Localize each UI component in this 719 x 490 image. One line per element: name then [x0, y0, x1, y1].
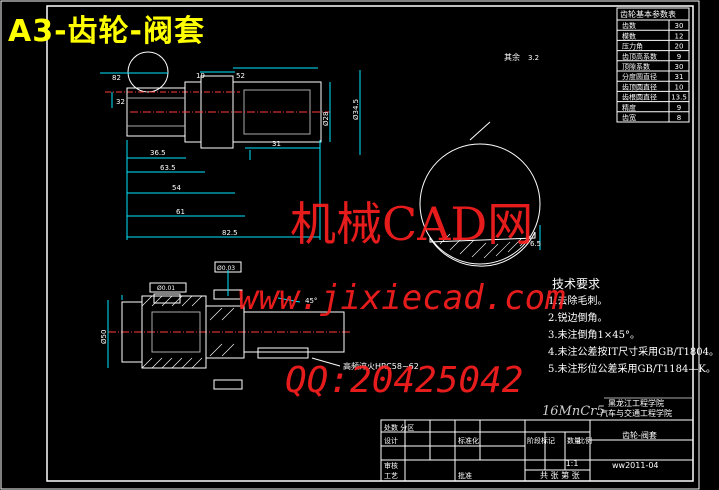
params-row-value: 10 [675, 83, 684, 91]
params-row-value: 8 [677, 114, 681, 122]
params-row-label: 齿顶高系数 [622, 52, 657, 61]
params-row-value: 30 [675, 63, 684, 71]
params-row-value: 30 [675, 22, 684, 30]
cad-drawing: 齿数 30 模数 12 压力角 20 齿顶高系数 9 顶隙系数 30 分度圆直径 31 齿顶圆直径 10 齿… [0, 0, 700, 490]
watermark-url: www.jixiecad.com [238, 278, 566, 318]
title-block [380, 397, 694, 482]
main-view [100, 51, 361, 240]
params-row-value: 31 [675, 73, 684, 81]
inner-frame [46, 5, 694, 482]
tech-requirements: 技术要求 1.去除毛刺。 2.锐边倒角。 3.未注倒角1×45°。 4.未注公差… [548, 276, 719, 378]
material-label: 16MnCr5 [542, 404, 605, 419]
tech-item: 2.锐边倒角。 [548, 313, 608, 324]
params-row-label: 齿宽 [622, 113, 636, 122]
tech-heading: 技术要求 [552, 277, 601, 291]
drawing-title: A3-齿轮-阀套 [8, 14, 205, 49]
params-row-label: 齿数 [622, 21, 636, 30]
params-row-label: 精度 [622, 103, 636, 112]
params-row-label: 模数 [622, 31, 636, 40]
params-row-label: 分度圆直径 [622, 72, 657, 81]
params-row-label: 齿顶圆直径 [622, 82, 657, 91]
params-row-value: 13.5 [671, 94, 687, 102]
params-row-value: 12 [675, 32, 684, 40]
watermark-qq: QQ:20425042 [285, 360, 524, 401]
watermark-site: 机械CAD网 [290, 197, 534, 251]
params-row-value: 9 [677, 104, 681, 112]
tech-item: 4.未注公差按IT尺寸采用GB/T1804。 [548, 347, 719, 358]
params-row-value: 20 [675, 43, 684, 51]
params-row-label: 压力角 [622, 42, 643, 51]
tech-item: 1.去除毛刺。 [548, 296, 608, 307]
params-row-label: 顶隙系数 [622, 62, 650, 71]
gear-detail [419, 121, 541, 267]
tech-item: 5.未注形位公差采用GB/T1184—K。 [548, 364, 716, 375]
params-row-value: 9 [677, 53, 681, 61]
tech-item: 3.未注倒角1×45°。 [548, 330, 641, 341]
params-row-label: 齿根圆直径 [622, 93, 657, 102]
params-rows: 齿数 30 模数 12 压力角 20 齿顶高系数 9 顶隙系数 30 分度圆直径 31 齿顶圆直径 10 齿… [617, 21, 689, 123]
params-table-header: 齿轮基本参数表 [620, 9, 676, 19]
outer-frame [0, 0, 700, 490]
section-view [107, 261, 350, 390]
